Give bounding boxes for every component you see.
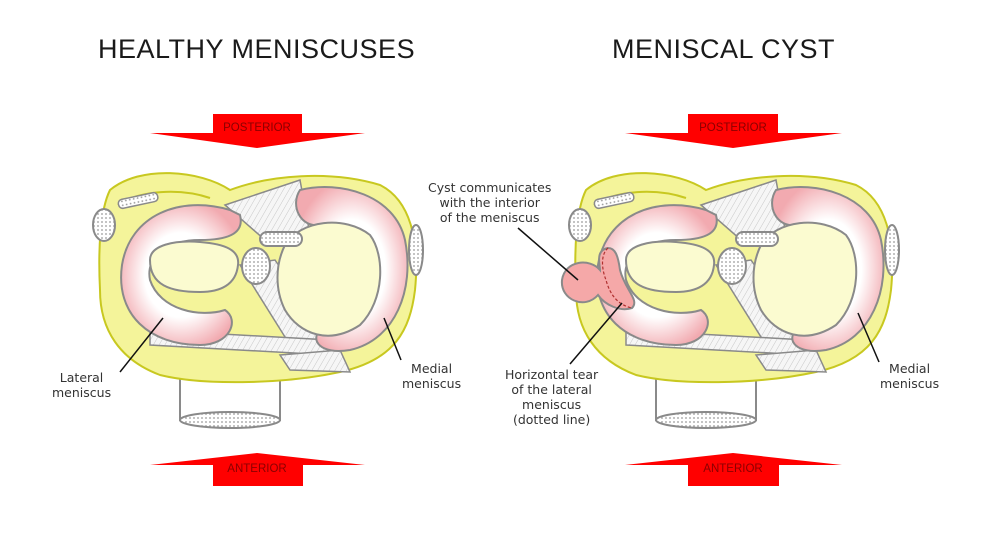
label-line: Medial [889,361,931,376]
label-cyst-communicates: Cyst communicates with the interior of t… [428,180,551,225]
anterior-label-right: ANTERIOR [703,463,762,475]
leader-lateral-left [119,317,164,373]
label-line: Horizontal tear [505,367,599,382]
leader-tear [569,302,623,365]
label-horizontal-tear: Horizontal tear of the lateral meniscus … [505,367,598,427]
leader-cyst [517,227,579,281]
posterior-arrow-left: POSTERIOR [150,114,365,148]
label-medial-meniscus-right: Medial meniscus [880,361,939,391]
label-line: Lateral [59,370,104,385]
label-lateral-meniscus-left: Lateral meniscus [52,370,111,400]
label-line: with the interior [439,195,540,210]
label-line: meniscus [52,385,112,400]
label-line: Medial [411,361,453,376]
label-line: meniscus [522,397,582,412]
label-medial-meniscus-left: Medial meniscus [402,361,461,391]
label-line: of the lateral [511,382,592,397]
label-line: of the meniscus [439,210,540,225]
title-healthy-meniscuses: HEALTHY MENISCUSES [98,34,416,64]
leader-medial-left [383,317,402,361]
posterior-label-right: POSTERIOR [699,122,767,134]
anterior-arrow-left: ANTERIOR [150,453,365,486]
anterior-arrow-right: ANTERIOR [625,453,842,486]
posterior-arrow-right: POSTERIOR [625,114,842,148]
label-line: Cyst communicates [428,180,552,195]
posterior-label-left: POSTERIOR [223,122,291,134]
knee-healthy [92,172,424,429]
label-line: meniscus [402,376,462,391]
anterior-label-left: ANTERIOR [227,463,286,475]
label-line: meniscus [880,376,940,391]
title-meniscal-cyst: MENISCAL CYST [612,34,836,64]
leader-medial-right [857,312,880,363]
label-line: (dotted line) [512,412,591,427]
